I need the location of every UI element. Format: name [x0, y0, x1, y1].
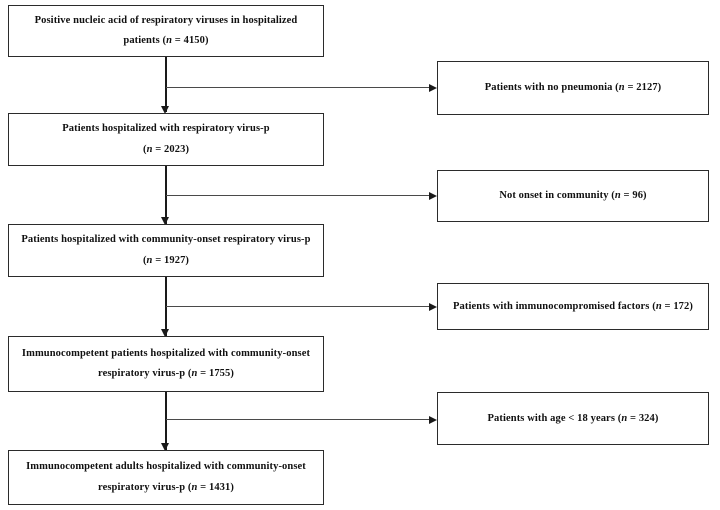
flow-box-final-cohort-line1: Immunocompetent adults hospitalized with…	[26, 461, 306, 473]
flow-box-no-pneumonia: Patients with no pneumonia (n = 2127)	[437, 61, 709, 115]
flow-box-respiratory-virus-p: Patients hospitalized with respiratory v…	[8, 113, 324, 166]
flow-box-enrolled-text: Positive nucleic acid of respiratory vir…	[35, 11, 298, 52]
flow-box-immunocompromised-text: Patients with immunocompromised factors …	[453, 300, 693, 312]
flow-box-immunocompetent-line2: respiratory virus-p (n = 1755)	[98, 368, 234, 379]
flow-box-community-onset-line2: (n = 1927)	[142, 254, 190, 266]
flow-box-respiratory-virus-p-text: Patients hospitalized with respiratory v…	[62, 119, 269, 160]
flow-box-enrolled-line1: Positive nucleic acid of respiratory vir…	[34, 14, 298, 26]
flow-box-respiratory-virus-p-line1: Patients hospitalized with respiratory v…	[62, 123, 270, 135]
branch-arrow-right-3	[429, 302, 437, 311]
flow-box-community-onset-line1: Patients hospitalized with community-ons…	[21, 234, 311, 246]
branch-line-4	[166, 419, 431, 421]
branch-arrow-right-4	[429, 415, 437, 424]
connector-spine-3	[165, 277, 167, 336]
connector-arrow-down-4	[161, 443, 169, 451]
flow-box-respiratory-virus-p-line2: (n = 2023)	[142, 143, 190, 155]
flow-box-community-onset-text: Patients hospitalized with community-ons…	[21, 230, 310, 271]
flow-box-community-onset: Patients hospitalized with community-ons…	[8, 224, 324, 277]
flow-box-immunocompetent: Immunocompetent patients hospitalized wi…	[8, 336, 324, 392]
branch-arrow-right-1	[429, 83, 437, 92]
flow-box-immunocompetent-line1: Immunocompetent patients hospitalized wi…	[21, 347, 311, 359]
connector-arrow-down-1	[161, 106, 169, 114]
connector-spine-1	[165, 57, 167, 112]
connector-spine-4	[165, 392, 167, 450]
flow-box-no-pneumonia-text: Patients with no pneumonia (n = 2127)	[484, 82, 662, 94]
connector-arrow-down-2	[161, 217, 169, 225]
branch-line-1	[166, 87, 431, 89]
flow-box-enrolled-line2: patients (n = 4150)	[123, 35, 209, 46]
branch-line-3	[166, 306, 431, 308]
flow-box-final-cohort-line2: respiratory virus-p (n = 1431)	[98, 481, 234, 493]
flow-box-age-under-18: Patients with age < 18 years (n = 324)	[437, 392, 709, 445]
flow-box-final-cohort: Immunocompetent adults hospitalized with…	[8, 450, 324, 505]
flow-box-not-community-onset: Not onset in community (n = 96)	[437, 170, 709, 222]
connector-arrow-down-3	[161, 329, 169, 337]
connector-spine-2	[165, 166, 167, 224]
flow-box-immunocompromised: Patients with immunocompromised factors …	[437, 283, 709, 330]
flow-box-immunocompetent-text: Immunocompetent patients hospitalized wi…	[22, 344, 310, 385]
branch-line-2	[166, 195, 431, 197]
flow-box-age-under-18-text: Patients with age < 18 years (n = 324)	[487, 412, 659, 424]
branch-arrow-right-2	[429, 191, 437, 200]
flow-box-enrolled: Positive nucleic acid of respiratory vir…	[8, 5, 324, 57]
flow-box-final-cohort-text: Immunocompetent adults hospitalized with…	[26, 457, 306, 498]
flow-box-not-community-onset-text: Not onset in community (n = 96)	[499, 190, 647, 202]
